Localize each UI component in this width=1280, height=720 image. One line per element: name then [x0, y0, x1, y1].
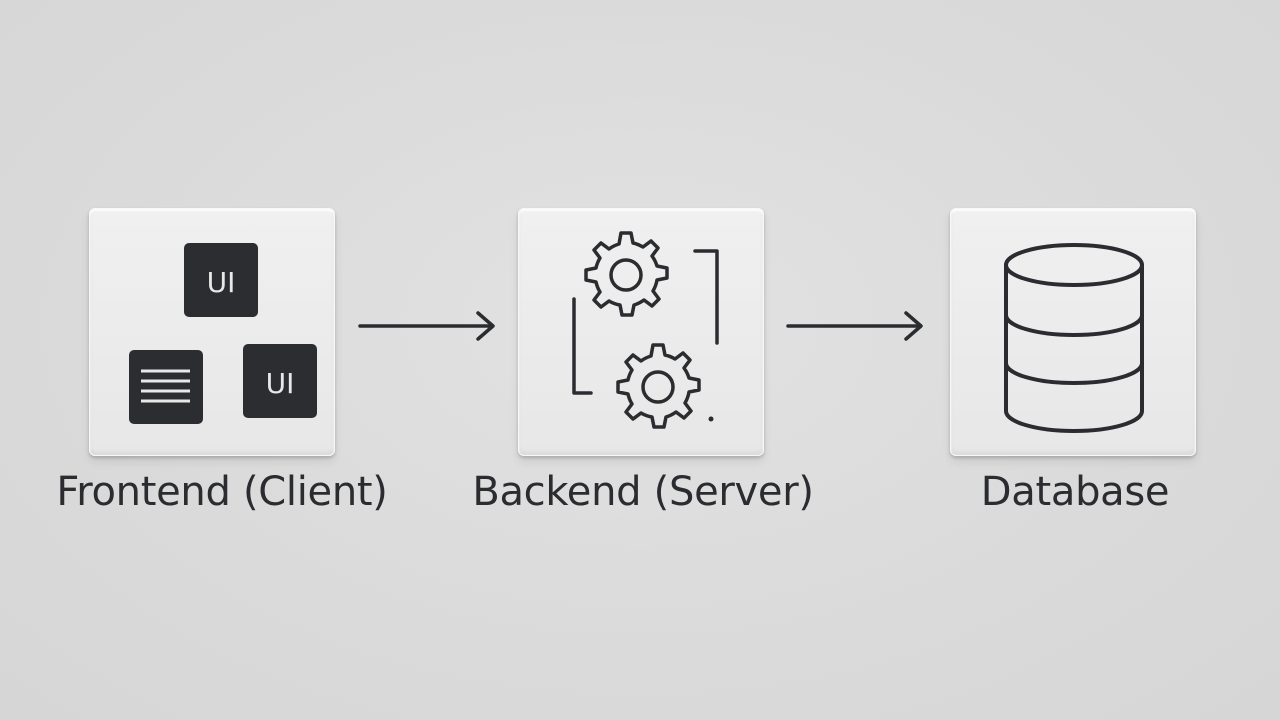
database-label: Database — [980, 469, 1170, 515]
frame-bracket-left — [572, 297, 593, 395]
backend-label: Backend (Server) — [472, 469, 814, 515]
ui-tile-bottom: UI — [243, 344, 317, 418]
list-tile — [129, 350, 203, 424]
edge-frontend-to-backend-arrow — [358, 311, 495, 341]
database-icon — [1004, 243, 1144, 433]
dot-mark — [708, 416, 714, 422]
frame-bracket-right — [693, 249, 719, 345]
gears-icon — [572, 231, 719, 429]
ui-tile-top-text: UI — [207, 266, 236, 299]
frontend-label: Frontend (Client) — [56, 469, 388, 515]
gear-bottom-icon — [616, 343, 701, 429]
frontend-node: UI UI — [89, 208, 335, 456]
backend-node — [518, 208, 764, 456]
ui-tile-bottom-text: UI — [266, 367, 295, 400]
database-node — [950, 208, 1196, 456]
ui-tile-top: UI — [184, 243, 258, 317]
gear-top-icon — [584, 231, 669, 317]
ui-components-icon: UI UI — [129, 243, 317, 424]
edge-backend-to-database-arrow — [786, 311, 923, 341]
